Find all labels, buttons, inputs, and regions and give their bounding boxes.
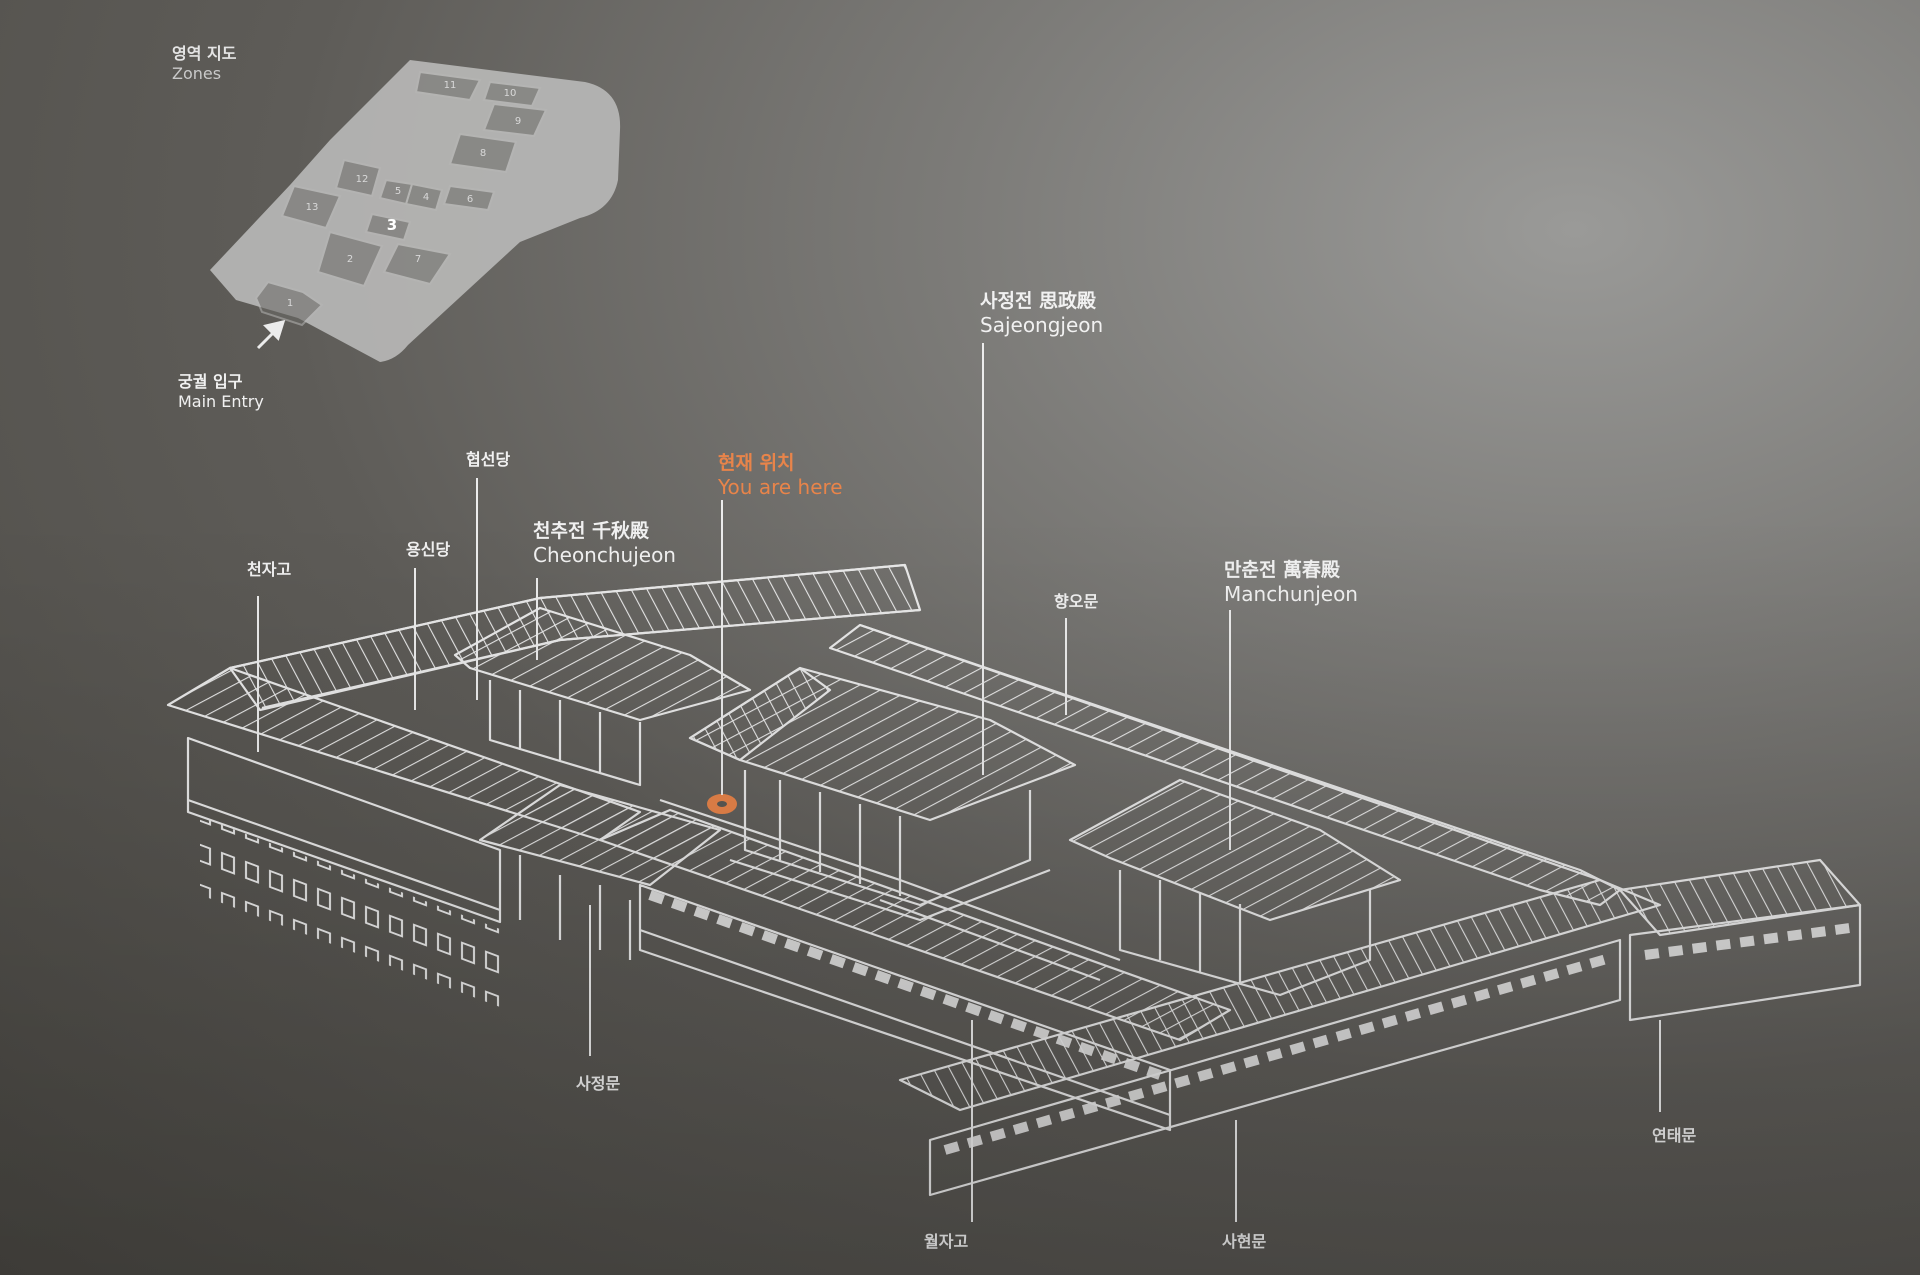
sajeongjeon-roof-left xyxy=(688,666,832,762)
zone-12 xyxy=(334,158,382,198)
leader-lines xyxy=(257,343,1661,1222)
sajeongjeon-label: 사정전 思政殿 Sajeongjeon xyxy=(980,286,1103,337)
sajeongjeon-ko: 사정전 思政殿 xyxy=(980,290,1097,312)
zone-number-6: 6 xyxy=(467,194,473,205)
you-are-here-label: 현재 위치 You are here xyxy=(718,448,843,499)
palace-complex xyxy=(166,563,1862,1197)
sahyeonmun-ko: 사현문 xyxy=(1222,1232,1267,1251)
manchunjeon-en: Manchunjeon xyxy=(1224,582,1358,606)
manchunjeon-label: 만춘전 萬春殿 Manchunjeon xyxy=(1224,555,1358,606)
manchunjeon-ko: 만춘전 萬春殿 xyxy=(1224,559,1341,581)
zone-8 xyxy=(448,132,518,174)
sajeongmun-ko: 사정문 xyxy=(576,1074,621,1093)
zone-11 xyxy=(414,70,482,102)
zone-map-title-ko: 영역 지도 xyxy=(172,44,237,63)
east-end-roof xyxy=(1618,858,1862,937)
entry-arrow-icon xyxy=(256,319,286,350)
zone-13 xyxy=(280,184,342,230)
cheonchujeon-en: Cheonchujeon xyxy=(533,543,676,567)
sajeongmun-label: 사정문 xyxy=(576,1070,620,1094)
zone-10 xyxy=(482,80,542,108)
zone-number-2: 2 xyxy=(347,254,353,265)
cheonchujeon-label: 천추전 千秋殿 Cheonchujeon xyxy=(533,516,676,567)
woljago-label: 월자고 xyxy=(924,1228,968,1252)
zone-number-3: 3 xyxy=(387,216,397,234)
zone-number-12: 12 xyxy=(356,174,369,185)
zone-map-title: 영역 지도 Zones xyxy=(172,40,236,83)
hyeopseondang-label: 협선당 xyxy=(466,446,510,470)
manchunjeon-roof xyxy=(1068,778,1402,922)
zone-number-10: 10 xyxy=(504,88,517,99)
zone-7 xyxy=(382,242,452,286)
zone-number-8: 8 xyxy=(480,148,486,159)
zone-map: 1 2 3 4 5 6 7 8 9 10 11 12 13 xyxy=(210,60,621,362)
sajeongjeon-en: Sajeongjeon xyxy=(980,313,1104,337)
hyangomun-ko: 향오문 xyxy=(1054,592,1099,611)
hyangomun-label: 향오문 xyxy=(1054,588,1098,612)
zone-number-5: 5 xyxy=(395,186,401,197)
yeontaemun-label: 연태문 xyxy=(1652,1122,1696,1146)
zone-6 xyxy=(442,184,496,212)
zone-number-11: 11 xyxy=(444,80,457,91)
cheonjago-ko: 천자고 xyxy=(247,560,292,579)
yongsindang-label: 용신당 xyxy=(406,536,450,560)
woljago-ko: 월자고 xyxy=(924,1232,969,1251)
zone-9 xyxy=(482,102,548,138)
zone-1 xyxy=(254,280,324,327)
zone-5 xyxy=(378,178,414,206)
main-entry-label: 궁궐 입구 Main Entry xyxy=(178,368,264,411)
sajeongmun-roof xyxy=(478,783,722,887)
yongsindang-ko: 용신당 xyxy=(406,540,451,559)
zone-number-13: 13 xyxy=(306,202,319,213)
cheonchujeon-roof xyxy=(453,606,752,722)
cheonjago-label: 천자고 xyxy=(247,556,291,580)
you-are-here-ko: 현재 위치 xyxy=(718,452,795,474)
yeontaemun-ko: 연태문 xyxy=(1652,1126,1697,1145)
zone-3 xyxy=(364,212,412,242)
zone-2 xyxy=(316,230,384,288)
cheonchujeon-ko: 천추전 千秋殿 xyxy=(533,520,650,542)
zone-number-9: 9 xyxy=(515,116,521,127)
west-corridor-wall xyxy=(200,816,500,1007)
main-entry-ko: 궁궐 입구 xyxy=(178,372,243,391)
main-entry-en: Main Entry xyxy=(178,392,264,411)
sahyeonmun-label: 사현문 xyxy=(1222,1228,1266,1252)
zone-number-7: 7 xyxy=(415,254,421,265)
zone-map-outline xyxy=(210,60,621,362)
hyeopseondang-ko: 협선당 xyxy=(466,450,511,469)
zone-number-1: 1 xyxy=(287,298,293,309)
zone-map-title-en: Zones xyxy=(172,64,222,83)
zone-number-4: 4 xyxy=(423,192,429,203)
you-are-here-en: You are here xyxy=(718,475,843,499)
